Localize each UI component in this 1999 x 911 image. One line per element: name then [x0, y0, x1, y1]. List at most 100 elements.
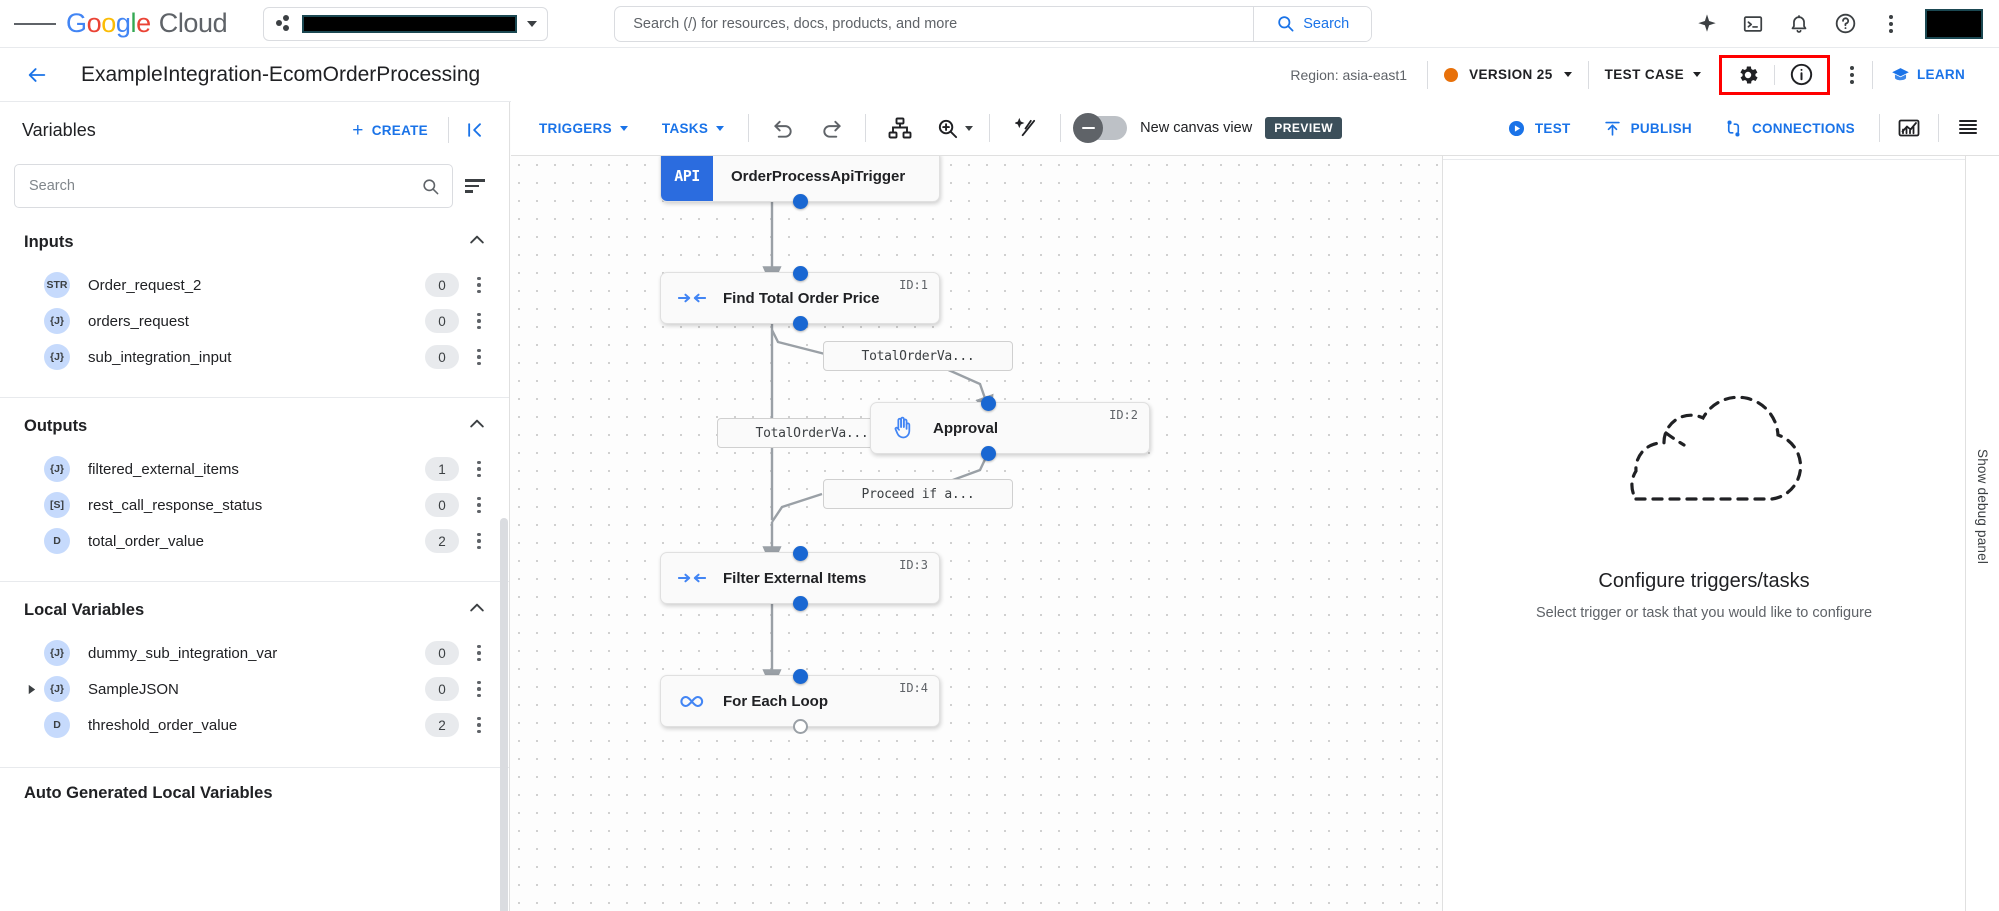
- variable-more-vert-icon[interactable]: [471, 276, 487, 294]
- connections-label: CONNECTIONS: [1751, 120, 1855, 136]
- logs-button[interactable]: [1947, 107, 1989, 149]
- divider: [748, 114, 750, 142]
- node-output-port[interactable]: [792, 718, 808, 734]
- node-input-port[interactable]: [792, 668, 808, 684]
- section-header-inputs[interactable]: Inputs: [0, 218, 509, 267]
- chevron-down-icon: [527, 20, 538, 27]
- learn-button[interactable]: LEARN: [1873, 65, 1983, 84]
- list-item[interactable]: {J} dummy_sub_integration_var 0: [0, 635, 509, 671]
- node-input-port[interactable]: [792, 265, 808, 281]
- avatar[interactable]: [1925, 8, 1983, 39]
- back-button[interactable]: [20, 58, 54, 92]
- canvas-node-filter-external-items[interactable]: Filter External Items ID:3: [660, 545, 940, 611]
- help-icon[interactable]: [1825, 4, 1865, 44]
- google-cloud-logo[interactable]: Google Cloud: [66, 8, 228, 38]
- sort-icon[interactable]: [461, 169, 495, 203]
- top-more-vert-icon[interactable]: [1871, 4, 1911, 44]
- node-output-port[interactable]: [792, 193, 808, 209]
- node-output-port[interactable]: [981, 445, 996, 461]
- divider: [0, 397, 509, 398]
- node-input-port[interactable]: [981, 395, 996, 411]
- plus-icon: +: [352, 119, 364, 141]
- auto-layout-button[interactable]: [880, 108, 920, 148]
- analytics-button[interactable]: [1888, 107, 1930, 149]
- variable-more-vert-icon[interactable]: [471, 312, 487, 330]
- section-header-outputs[interactable]: Outputs: [0, 398, 509, 451]
- variable-more-vert-icon[interactable]: [471, 680, 487, 698]
- variables-scrollbar[interactable]: [500, 518, 508, 911]
- variable-more-vert-icon[interactable]: [471, 348, 487, 366]
- search-button[interactable]: Search: [1253, 6, 1372, 41]
- magic-wand-button[interactable]: [1006, 108, 1046, 148]
- list-item[interactable]: {J} filtered_external_items 1: [0, 451, 509, 487]
- node-label: For Each Loop: [723, 692, 828, 710]
- test-case-selector[interactable]: TEST CASE: [1589, 67, 1717, 82]
- show-debug-panel-strip[interactable]: Show debug panel: [1965, 102, 1999, 911]
- edge-label[interactable]: Proceed if a...: [823, 479, 1013, 509]
- canvas-toolbar: TRIGGERS TASKS: [511, 101, 1999, 156]
- edge-label[interactable]: TotalOrderVa...: [823, 341, 1013, 371]
- play-circle-icon: [1508, 120, 1524, 136]
- undo-button[interactable]: [763, 108, 803, 148]
- list-item[interactable]: STR Order_request_2 0: [0, 267, 509, 303]
- cloud-shell-icon[interactable]: [1733, 4, 1773, 44]
- canvas-node-find-total-order-price[interactable]: Find Total Order Price ID:1: [660, 265, 940, 331]
- tasks-menu-button[interactable]: TASKS: [652, 121, 734, 136]
- list-item[interactable]: D threshold_order_value 2: [0, 707, 509, 743]
- node-label: OrderProcessApiTrigger: [731, 167, 906, 185]
- node-output-port[interactable]: [792, 315, 808, 331]
- variables-list[interactable]: Inputs STR Order_request_2 0 {J} orders_…: [0, 218, 509, 911]
- variable-more-vert-icon[interactable]: [471, 460, 487, 478]
- collapse-panel-button[interactable]: [455, 110, 495, 150]
- info-button[interactable]: [1775, 58, 1827, 92]
- canvas-node-trigger[interactable]: API OrderProcessApiTrigger: [660, 150, 940, 209]
- magic-wand-icon: [1014, 117, 1035, 136]
- zoom-control[interactable]: [936, 117, 974, 140]
- project-dots-icon: [276, 14, 292, 33]
- school-cap-icon: [1892, 68, 1909, 81]
- section-header-local-variables[interactable]: Local Variables: [0, 582, 509, 635]
- list-item[interactable]: {J} SampleJSON 0: [0, 671, 509, 707]
- variables-search-input[interactable]: [29, 178, 421, 194]
- test-button[interactable]: TEST: [1491, 119, 1587, 138]
- variable-more-vert-icon[interactable]: [471, 644, 487, 662]
- variable-more-vert-icon[interactable]: [471, 496, 487, 514]
- canvas-node-for-each-loop[interactable]: For Each Loop ID:4: [660, 668, 940, 734]
- list-item[interactable]: [S] rest_call_response_status 0: [0, 487, 509, 523]
- new-canvas-view-toggle[interactable]: [1073, 113, 1128, 143]
- redo-button[interactable]: [811, 108, 851, 148]
- section-header-auto-generated-local-variables[interactable]: Auto Generated Local Variables: [0, 768, 509, 815]
- variable-type-badge: STR: [44, 272, 70, 298]
- divider: [865, 114, 867, 142]
- variables-search-box[interactable]: [14, 164, 453, 208]
- expand-row-arrow-icon[interactable]: [18, 684, 44, 695]
- list-item[interactable]: {J} orders_request 0: [0, 303, 509, 339]
- variable-more-vert-icon[interactable]: [471, 716, 487, 734]
- triggers-menu-button[interactable]: TRIGGERS: [529, 121, 638, 136]
- settings-button[interactable]: [1722, 58, 1774, 92]
- divider: [0, 581, 509, 582]
- search-input[interactable]: [615, 6, 1254, 41]
- variable-name: dummy_sub_integration_var: [88, 644, 278, 662]
- publish-button[interactable]: PUBLISH: [1587, 119, 1708, 138]
- region-label: Region: asia-east1: [1290, 66, 1408, 83]
- project-selector[interactable]: [263, 6, 549, 41]
- undo-icon: [774, 120, 792, 138]
- variable-more-vert-icon[interactable]: [471, 532, 487, 550]
- hamburger-menu-icon[interactable]: [14, 3, 56, 45]
- notifications-bell-icon[interactable]: [1779, 4, 1819, 44]
- page-more-vert-icon[interactable]: [1832, 55, 1872, 95]
- chevron-down-icon: [965, 125, 974, 131]
- tasks-label: TASKS: [661, 120, 709, 136]
- list-item[interactable]: D total_order_value 2: [0, 523, 509, 559]
- chevron-up-icon: [467, 598, 487, 623]
- connections-button[interactable]: CONNECTIONS: [1708, 119, 1871, 138]
- list-item[interactable]: {J} sub_integration_input 0: [0, 339, 509, 375]
- integration-canvas[interactable]: API OrderProcessApiTrigger Find Total Or…: [510, 102, 1442, 911]
- gemini-sparkle-icon[interactable]: [1687, 4, 1727, 44]
- node-input-port[interactable]: [792, 545, 808, 561]
- canvas-node-approval[interactable]: Approval ID:2: [870, 395, 1150, 461]
- node-output-port[interactable]: [792, 595, 808, 611]
- version-selector[interactable]: VERSION 25: [1428, 67, 1588, 82]
- create-variable-button[interactable]: + CREATE: [338, 121, 442, 140]
